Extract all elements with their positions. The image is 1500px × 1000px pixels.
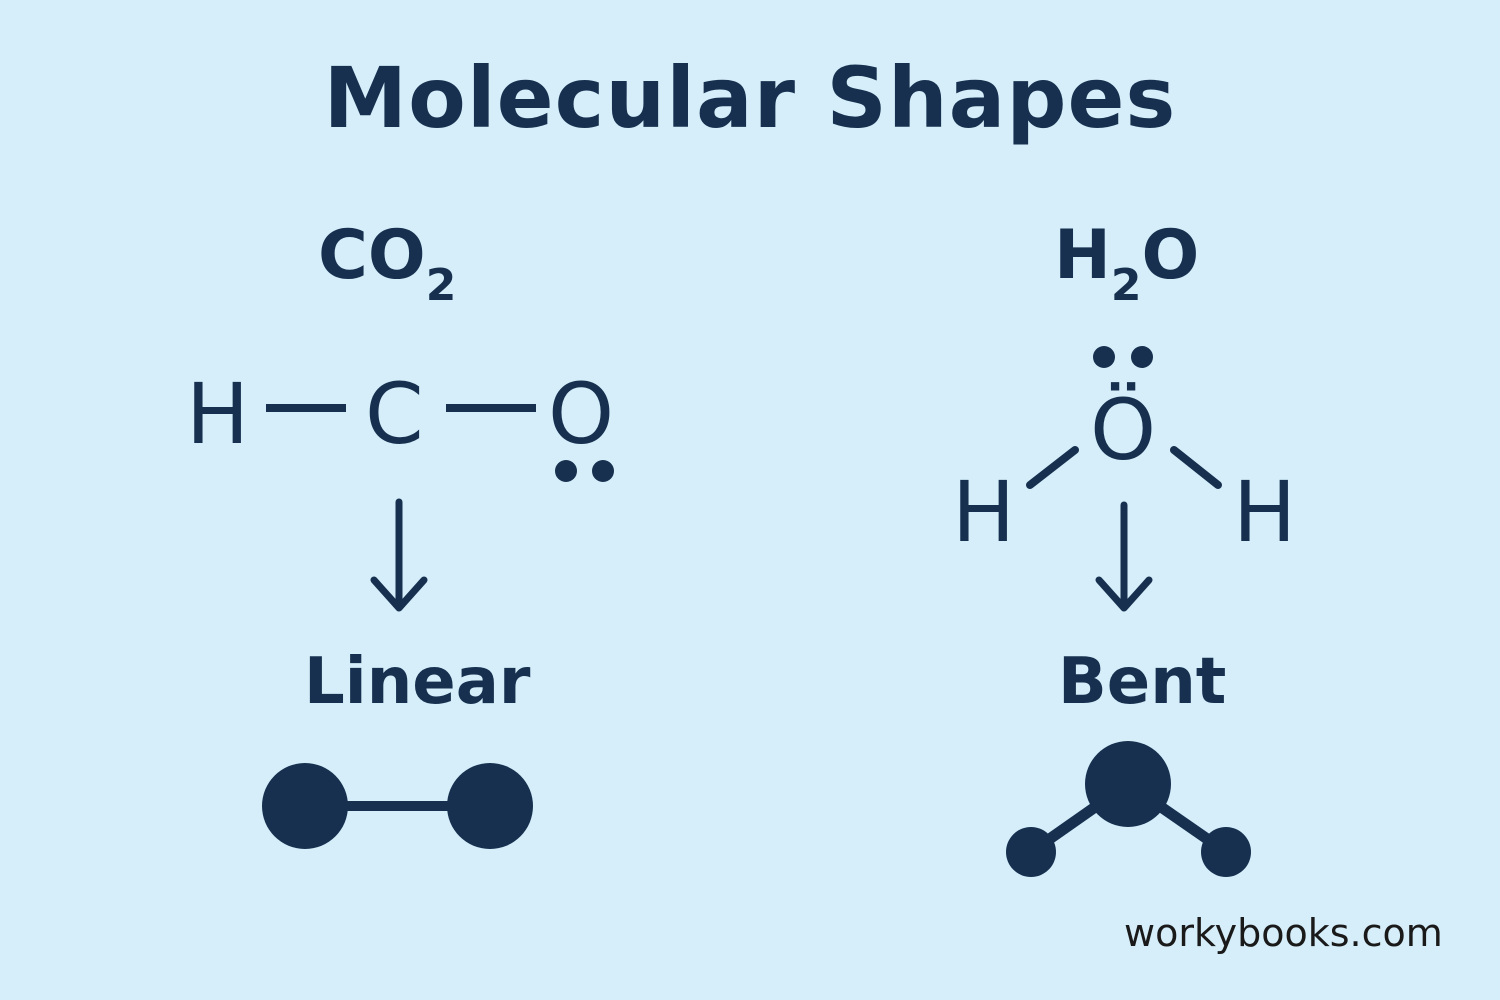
- formula-h2o: H2O: [1054, 222, 1199, 308]
- atom-h-left: H: [186, 365, 250, 463]
- formula-h2o-main-h: H: [1054, 216, 1111, 295]
- page-title: Molecular Shapes: [323, 49, 1177, 147]
- website-credit: workybooks.com: [1124, 911, 1443, 955]
- formula-co2-subscript: 2: [425, 260, 457, 311]
- bent-atom-right: [1201, 827, 1251, 877]
- atom-c: C: [365, 365, 424, 463]
- lone-pair-dot: [1131, 346, 1153, 368]
- formula-co2-main: CO: [318, 216, 426, 295]
- linear-atom-left: [262, 763, 348, 849]
- formula-co2: CO2: [318, 222, 456, 308]
- arrow-down-left-head: [370, 576, 428, 612]
- atom-h-right-1: H: [952, 463, 1016, 561]
- bent-atom-center: [1085, 741, 1171, 827]
- formula-h2o-main-o: O: [1141, 216, 1200, 295]
- formula-h2o-subscript: 2: [1110, 260, 1142, 311]
- shape-label-linear: Linear: [304, 645, 531, 719]
- bond-o-h-left: [1026, 446, 1079, 489]
- atom-o-left: O: [548, 365, 615, 463]
- bond-o-h-right: [1170, 446, 1222, 489]
- atom-h-right-2: H: [1233, 463, 1297, 561]
- linear-atom-right: [447, 763, 533, 849]
- bent-atom-left: [1006, 827, 1056, 877]
- lone-pair-dot: [592, 460, 614, 482]
- arrow-down-right-head: [1095, 576, 1153, 612]
- shape-label-bent: Bent: [1058, 645, 1227, 719]
- lone-pair-dot: [555, 460, 577, 482]
- lone-pair-dot: [1093, 346, 1115, 368]
- atom-o-right: Ö: [1090, 381, 1157, 479]
